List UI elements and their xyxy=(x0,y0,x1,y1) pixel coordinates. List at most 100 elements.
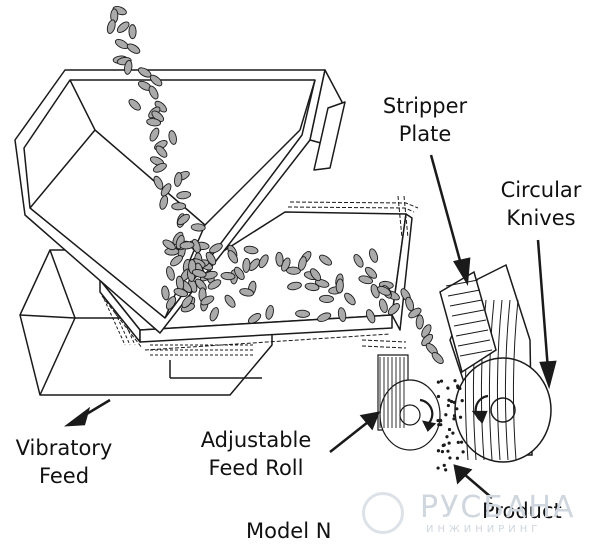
bean xyxy=(265,305,274,320)
bean xyxy=(173,288,189,298)
bean xyxy=(149,127,160,142)
bean xyxy=(200,295,215,306)
watermark-brand: РУСБАНА xyxy=(420,490,576,525)
bean xyxy=(124,59,133,75)
slice xyxy=(459,440,464,444)
product-slices xyxy=(436,379,465,472)
bean xyxy=(310,268,322,282)
slice xyxy=(442,463,446,467)
slice xyxy=(436,380,440,384)
bean xyxy=(295,309,311,318)
bean xyxy=(171,202,187,211)
bean xyxy=(170,255,183,267)
bean xyxy=(181,295,193,309)
bean xyxy=(242,258,251,273)
circular-knives-label-line2: Knives xyxy=(506,206,576,230)
slice xyxy=(448,456,452,460)
product-beans xyxy=(106,6,444,365)
bean xyxy=(153,175,164,190)
slice xyxy=(453,379,457,383)
bean xyxy=(209,243,223,254)
stripper-plate-label-line2: Plate xyxy=(398,122,452,146)
model-label: Model N xyxy=(246,519,332,543)
product-label: Product xyxy=(482,499,562,523)
circular-knives-label-line1: Circular xyxy=(500,178,582,202)
circular-knife-rings xyxy=(464,299,519,461)
bean xyxy=(207,279,222,290)
bean xyxy=(148,85,159,100)
slice xyxy=(447,427,452,432)
bean xyxy=(126,43,141,54)
knife-ring xyxy=(512,299,519,461)
bean xyxy=(314,278,330,288)
feed-roll-ribs xyxy=(379,357,405,428)
slice xyxy=(447,398,451,402)
stripper-fin xyxy=(447,289,481,297)
bean xyxy=(166,266,175,281)
slice xyxy=(440,450,445,454)
bean xyxy=(106,19,116,34)
slice xyxy=(451,431,455,435)
bean xyxy=(378,298,388,314)
watermark-sub: ИНЖИНИРИНГ xyxy=(426,524,542,535)
bean xyxy=(387,303,400,316)
slice xyxy=(456,440,460,444)
bean xyxy=(365,309,376,324)
bean xyxy=(155,145,168,158)
slice xyxy=(458,386,462,391)
bean xyxy=(128,98,141,111)
adjustable-feed-roll-label-line2: Feed Roll xyxy=(208,456,304,480)
bean xyxy=(116,21,130,33)
bean xyxy=(304,282,320,292)
stripper-fin xyxy=(457,339,491,347)
bean xyxy=(287,281,302,291)
bean xyxy=(177,213,190,226)
bean xyxy=(224,294,236,308)
bean xyxy=(421,333,434,347)
stripper-fin xyxy=(449,299,483,307)
bean xyxy=(234,266,245,281)
bean xyxy=(149,74,163,87)
bean xyxy=(191,269,207,278)
bean xyxy=(176,190,192,200)
bean xyxy=(220,271,236,281)
slice xyxy=(436,418,440,423)
bean xyxy=(114,39,129,50)
knife-ring xyxy=(504,299,511,461)
bean xyxy=(415,314,424,330)
bean xyxy=(344,292,356,306)
slice xyxy=(436,449,441,453)
bean xyxy=(247,312,262,324)
bean xyxy=(353,254,364,268)
bean xyxy=(298,256,307,271)
bean xyxy=(377,286,391,296)
adjustable-feed-roll-label-line1: Adjustable xyxy=(200,428,312,452)
stripper-fin xyxy=(451,309,485,317)
bean xyxy=(364,266,378,279)
bean xyxy=(337,307,347,322)
circular-knives-label: Circular Knives xyxy=(490,176,592,232)
bean xyxy=(369,248,379,263)
slice xyxy=(455,407,459,411)
bean xyxy=(431,351,444,365)
watermark-logo-icon xyxy=(362,492,404,534)
bean xyxy=(258,254,269,269)
bean xyxy=(239,288,254,297)
bean xyxy=(190,223,206,232)
bean xyxy=(248,258,260,271)
stripper-plate-label: Stripper Plate xyxy=(382,92,468,148)
stripper-fin xyxy=(455,329,489,337)
bean xyxy=(160,183,172,197)
slice xyxy=(446,403,450,408)
bean xyxy=(421,324,432,338)
vibratory-feed-label: Vibratory Feed xyxy=(4,434,124,490)
slice xyxy=(447,441,451,445)
slice xyxy=(444,468,448,472)
bean xyxy=(205,251,217,266)
slice xyxy=(437,423,441,427)
slice xyxy=(452,417,456,421)
slice xyxy=(439,379,444,383)
knife-ring xyxy=(488,299,495,461)
